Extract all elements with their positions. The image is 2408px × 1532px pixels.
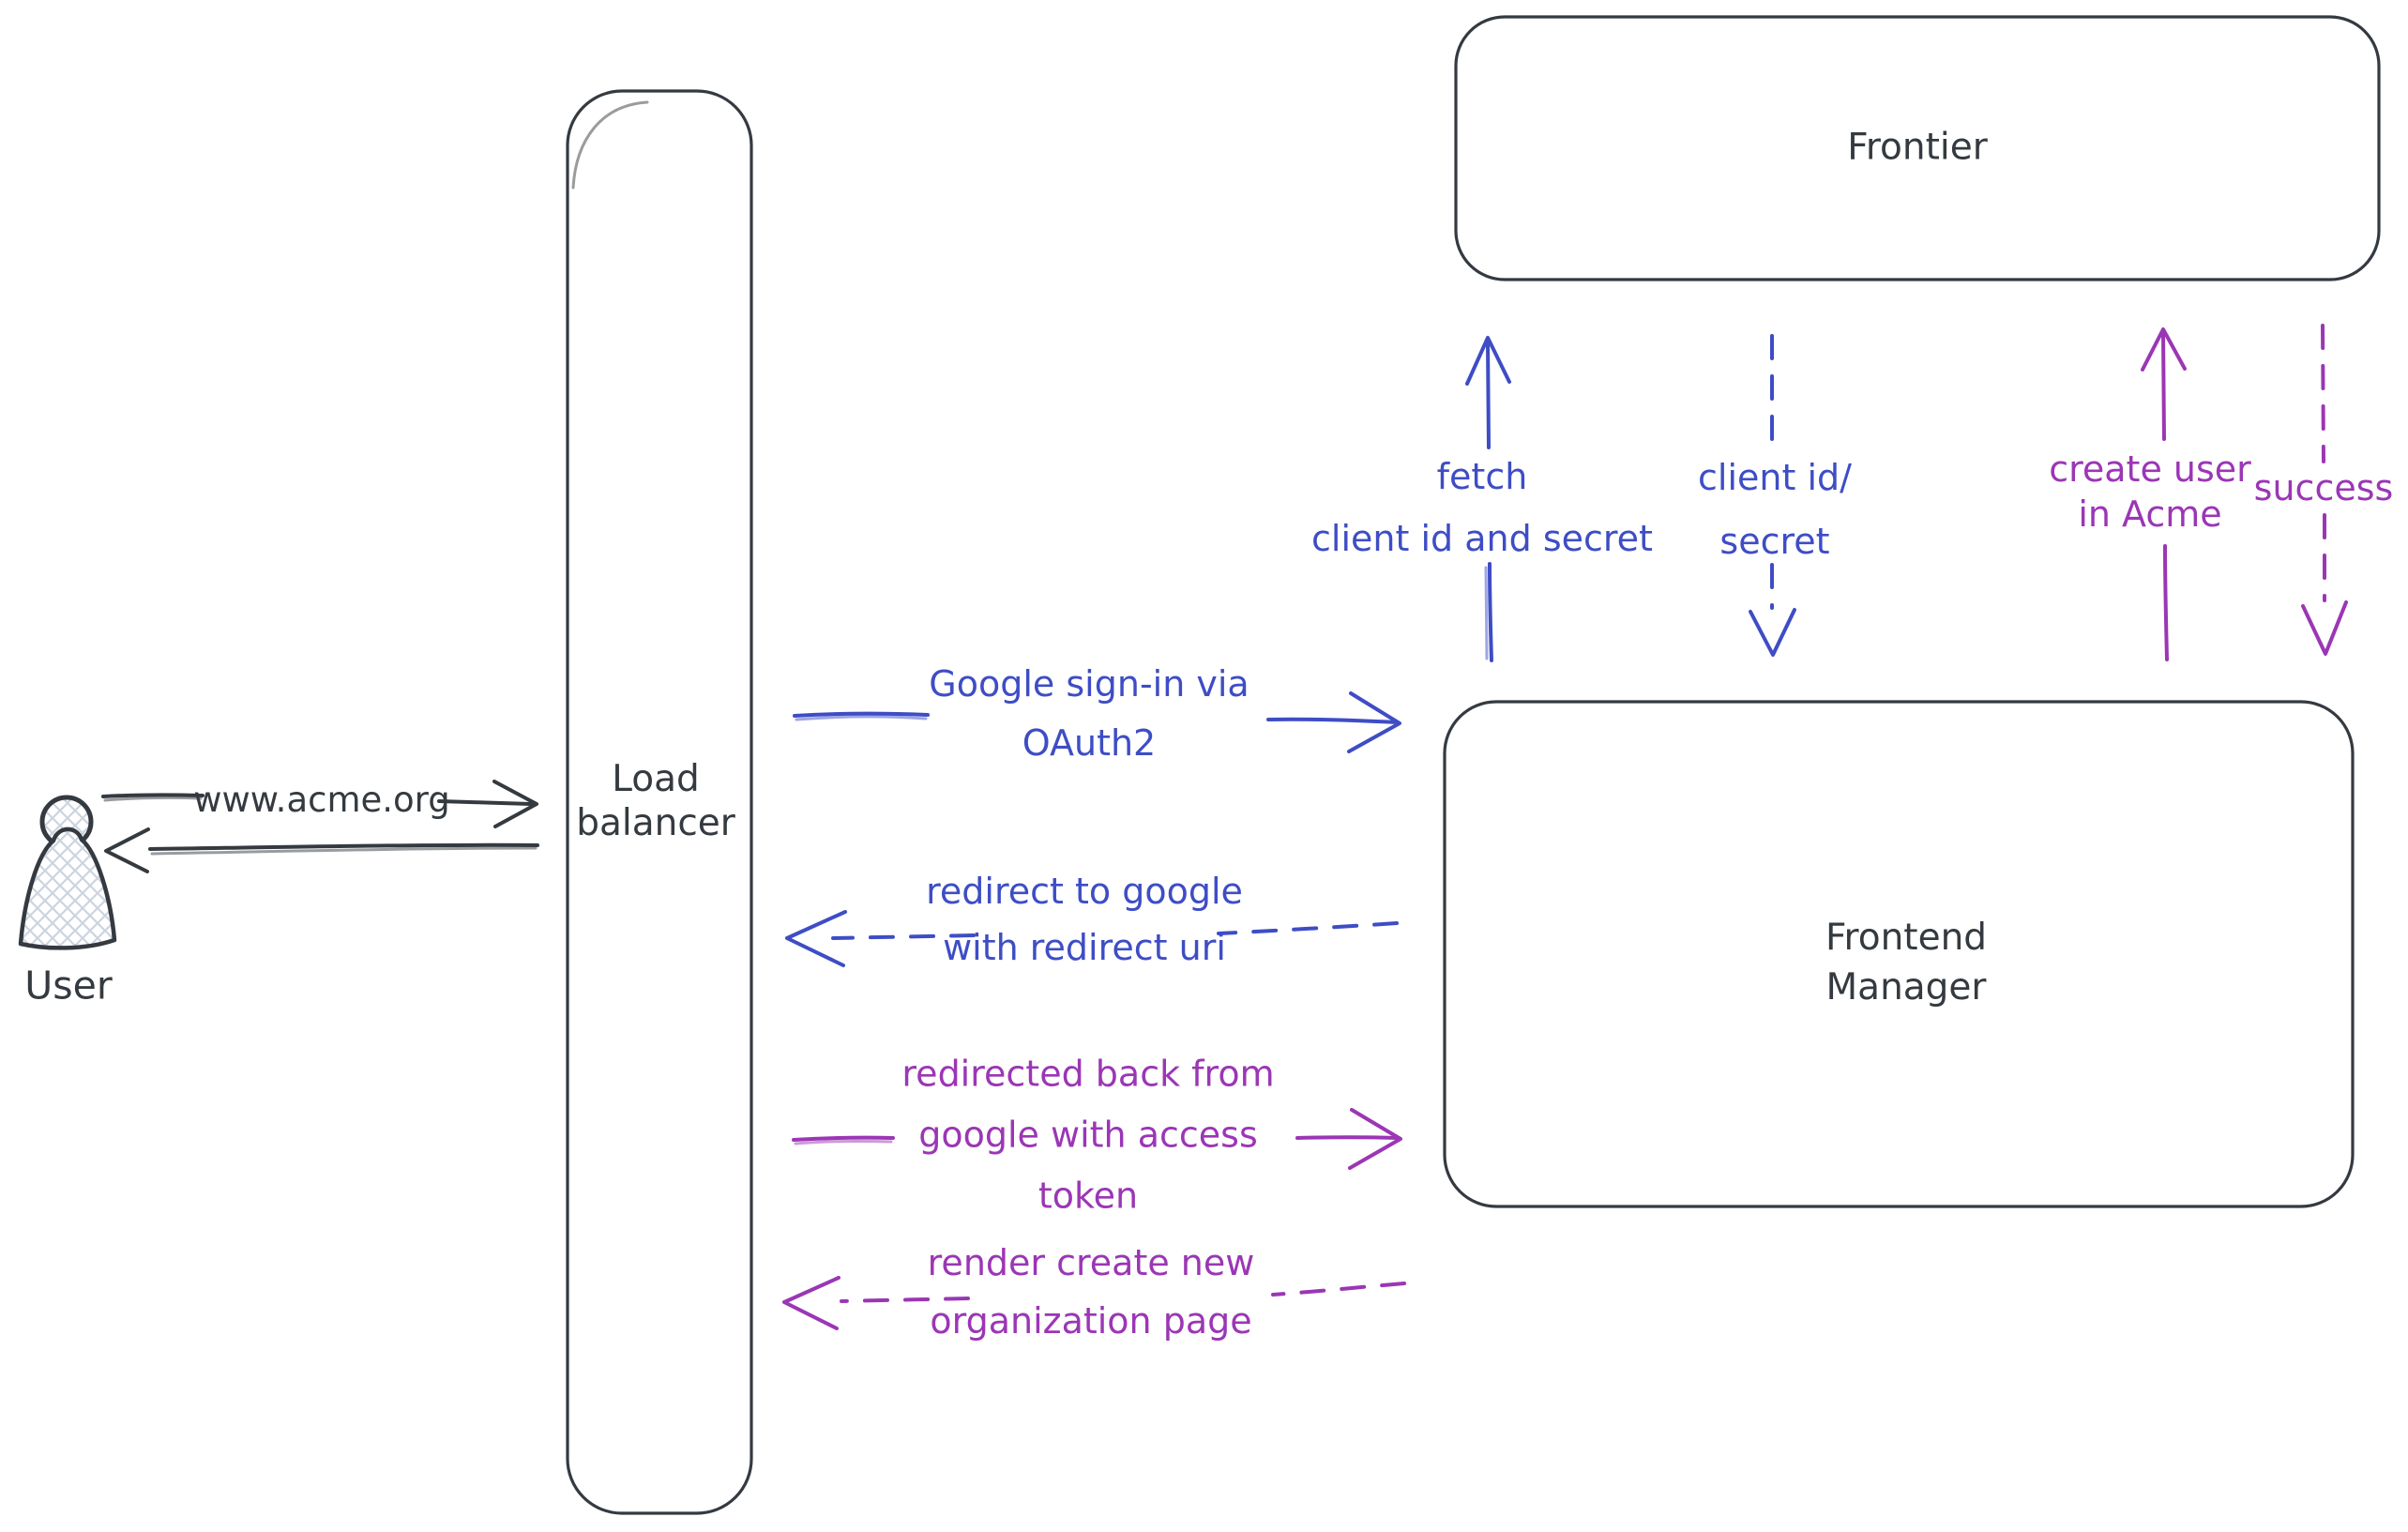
render-create-org-label: render create new organization page [927, 1242, 1255, 1342]
arrow-return-to-user [104, 827, 539, 873]
www-acme-label: www.acme.org [193, 779, 450, 820]
user-label: User [24, 963, 113, 1009]
arrow-www-acme [101, 780, 538, 828]
client-id-secret-label: client id/ secret [1698, 457, 1852, 562]
google-sign-in-label: Google sign-in via OAuth2 [929, 663, 1249, 764]
arrow-redirected-back [792, 1108, 1402, 1170]
frontend-manager-label: Frontend Manager [1825, 917, 1988, 1009]
arrow-client-id-secret [1749, 334, 1796, 657]
arrow-google-sign-in [793, 691, 1401, 753]
arrow-redirect-to-google [785, 910, 1399, 967]
frontend-manager-box [1443, 700, 2355, 1208]
load-balancer-label: Load balancer [576, 758, 735, 844]
redirected-back-label: redirected back from google with access … [901, 1053, 1275, 1217]
success-label: success [2253, 467, 2394, 509]
load-balancer-box [566, 89, 753, 1515]
arrow-render-create-org [782, 1276, 1406, 1330]
arrow-create-user [2141, 327, 2187, 661]
create-user-label: create user in Acme [2049, 448, 2251, 535]
user-icon [18, 795, 117, 950]
frontier-label: Frontier [1847, 126, 1988, 169]
fetch-client-id-label: fetch client id and secret [1311, 456, 1653, 559]
redirect-to-google-label: redirect to google with redirect uri [926, 871, 1243, 968]
arrow-success [2301, 324, 2348, 656]
arrow-fetch-client-id [1465, 336, 1511, 662]
frontier-box [1454, 15, 2381, 281]
